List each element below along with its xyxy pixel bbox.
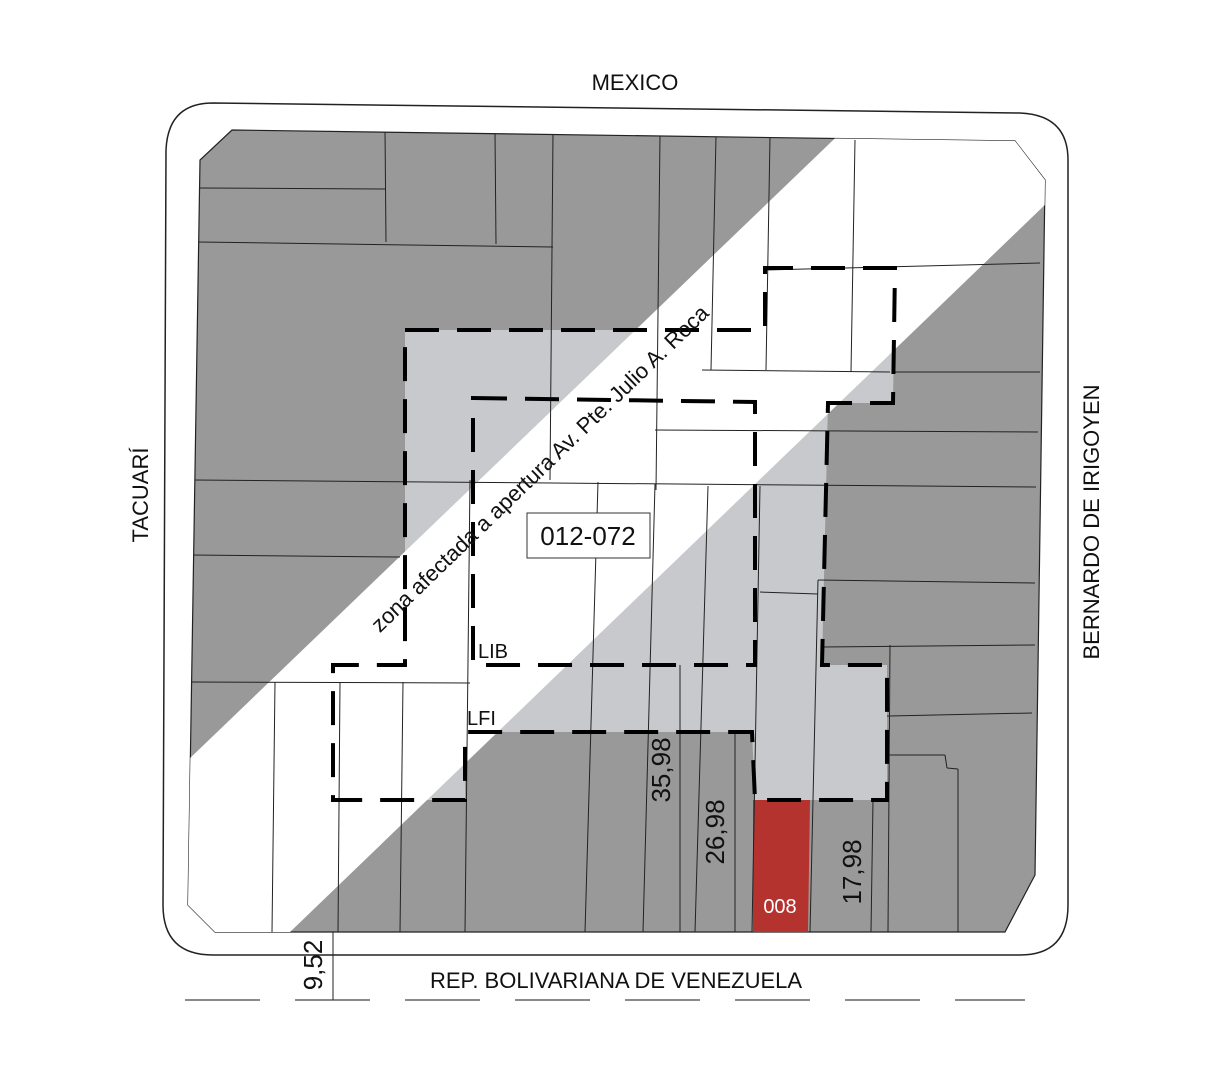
- street-south: REP. BOLIVARIANA DE VENEZUELA: [430, 968, 802, 993]
- dimension-2698: 26,98: [700, 799, 730, 864]
- lfi-label: LFI: [467, 708, 496, 730]
- dimension-3598: 35,98: [646, 737, 676, 802]
- street-north: MEXICO: [592, 70, 679, 95]
- street-west: TACUARÍ: [128, 447, 153, 543]
- lfi-boundary: [331, 266, 898, 802]
- dimension-1798: 17,98: [837, 839, 867, 904]
- street-east: BERNARDO DE IRIGOYEN: [1079, 384, 1104, 659]
- highlighted-lot-008[interactable]: [753, 800, 810, 932]
- dimension-952: 9,52: [298, 940, 328, 991]
- block-id-box: [526, 512, 651, 559]
- lib-boundary: [471, 395, 757, 667]
- block-id: 012-072: [540, 521, 635, 551]
- lib-label: LIB: [478, 641, 508, 663]
- lot-id-008: 008: [763, 896, 796, 918]
